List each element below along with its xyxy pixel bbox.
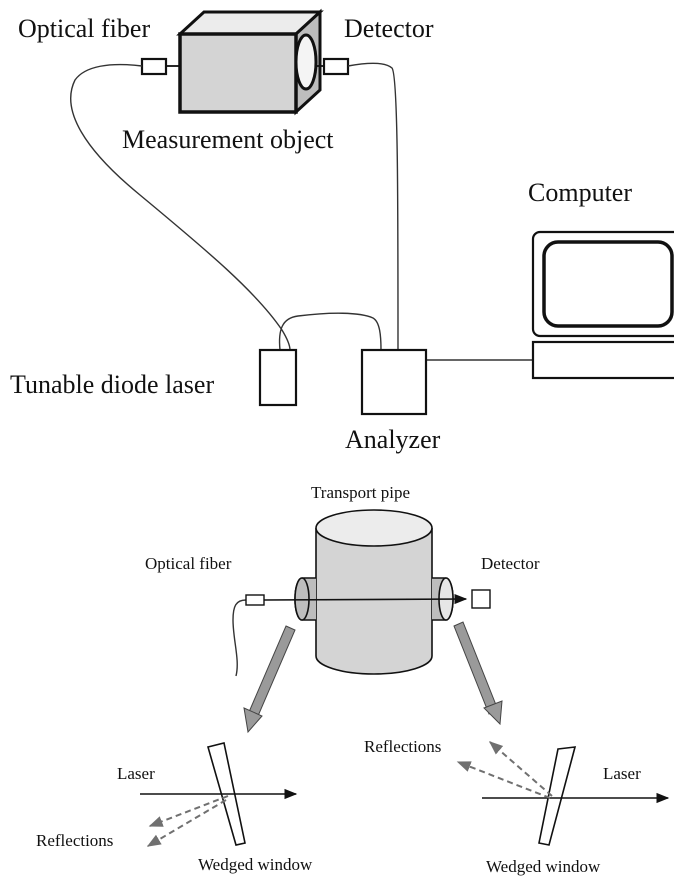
right-laser-label: Laser [603,764,641,783]
left-laser-label: Laser [117,764,155,783]
left-reflection-1 [148,795,229,827]
pipe-optical-fiber-label: Optical fiber [145,554,232,573]
pipe-laser-beam [263,593,468,605]
right-pointer-arrow [453,621,499,715]
measurement-object [176,8,324,116]
computer [531,230,674,380]
pipe-fiber-connector [245,594,265,606]
left-reflection-2 [146,799,227,847]
right-wedged-window-detail: Reflections Laser Wedged window [364,737,670,876]
right-window-label: Wedged window [486,857,601,876]
analyzer-box [360,348,428,416]
tunable-diode-laser-box [258,348,298,407]
optical-fiber-label: Optical fiber [18,14,150,43]
detector-label: Detector [344,14,434,43]
right-reflections-label: Reflections [364,737,441,756]
left-reflections-label: Reflections [36,831,113,850]
detector-cable [347,62,399,351]
analyzer-label: Analyzer [345,425,441,454]
right-reflection-1 [488,741,553,797]
left-window-label: Wedged window [198,855,313,874]
tunable-diode-laser-label: Tunable diode laser [10,370,214,399]
fiber-connector [140,57,168,76]
transport-pipe-label: Transport pipe [311,483,410,502]
left-wedged-window-detail: Laser Reflections Wedged window [36,742,313,874]
right-reflection-2 [456,761,551,799]
transport-pipe [294,509,454,675]
computer-label: Computer [528,178,632,207]
left-pointer-arrow [248,625,296,717]
pipe-fiber-cable [232,599,247,677]
pipe-detector-box [471,589,491,609]
fiber-cable [70,63,291,351]
right-wedged-window [538,746,577,846]
laser-analyzer-cable [278,312,382,351]
detector-box [322,57,350,76]
measurement-object-label: Measurement object [122,125,334,154]
pipe-detector-label: Detector [481,554,540,573]
